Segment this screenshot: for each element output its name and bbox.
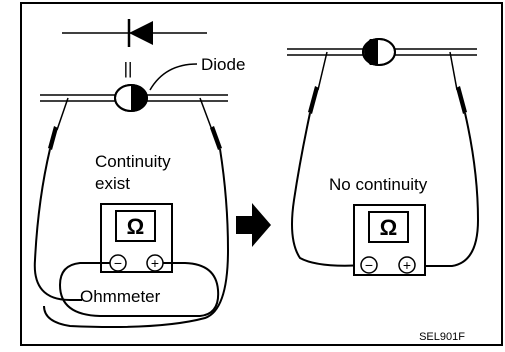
left-diode-leads [40, 94, 228, 102]
diode-schematic-icon [62, 19, 207, 47]
left-probe-negative [33, 97, 82, 301]
right-panel-probe-right [411, 51, 480, 267]
right-plus-label: + [403, 257, 411, 273]
right-minus-label: − [365, 257, 373, 273]
right-ohm-symbol: Ω [380, 215, 398, 240]
right-probe-positive [43, 97, 230, 328]
continuity-exist-label-line2: exist [95, 174, 130, 193]
equivalence-mark: || [124, 59, 133, 78]
diode-pointer-line [149, 63, 198, 91]
right-arrow-icon [236, 203, 271, 247]
right-minus-terminal [360, 256, 378, 274]
right-diode-body [362, 38, 396, 66]
left-minus-label: − [114, 255, 122, 271]
left-ohmmeter: Ω − + [100, 203, 173, 273]
no-continuity-label: No continuity [329, 175, 428, 194]
figure-code: SEL901F [419, 331, 465, 343]
left-ohm-symbol: Ω [127, 214, 145, 239]
ohmmeter-label: Ohmmeter [80, 287, 161, 306]
right-ohmmeter: Ω − + [353, 204, 426, 276]
left-meter-leads [58, 262, 220, 317]
right-plus-terminal [398, 256, 416, 274]
left-diode-body [114, 84, 148, 112]
left-plus-label: + [151, 255, 159, 271]
right-panel-probe-left [291, 51, 366, 267]
diode-label: Diode [201, 55, 245, 74]
continuity-exist-label-line1: Continuity [95, 152, 171, 171]
figure-frame [20, 2, 503, 346]
